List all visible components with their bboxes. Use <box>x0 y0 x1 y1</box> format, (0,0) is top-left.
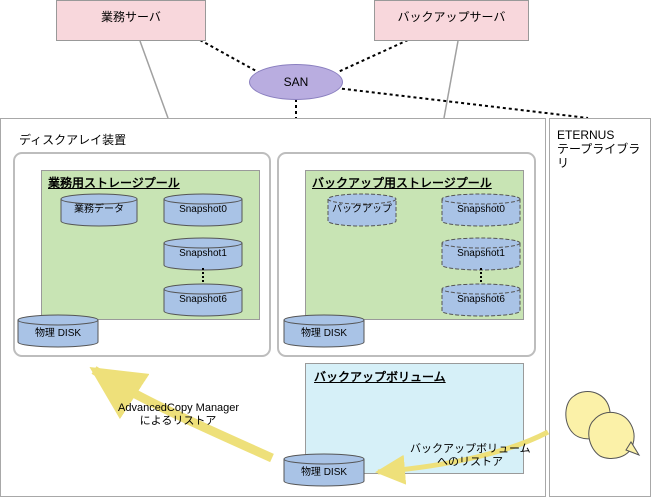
volume-restore-note-line2: へのリストア <box>437 456 503 468</box>
backup-snapshot1-label: Snapshot1 <box>457 248 505 259</box>
volume-restore-arrow <box>375 429 550 485</box>
disk-array-title: ディスクアレイ装置 <box>19 133 127 147</box>
acm-restore-note-line1: AdvancedCopy Manager <box>118 402 240 414</box>
business-snapshot6-disk <box>163 283 243 317</box>
backup-label: バックアップ <box>332 204 392 215</box>
business-data-disk <box>60 193 138 227</box>
backup-snapshot0-label: Snapshot0 <box>457 204 505 215</box>
backup-server-label: バックアップサーバ <box>397 10 506 24</box>
eternus-title: ETERNUS テープライブラリ <box>557 128 650 170</box>
business-physical-disk <box>17 314 99 348</box>
business-snapshot0-label: Snapshot0 <box>179 204 227 215</box>
business-physical-disk-label: 物理 DISK <box>34 328 82 339</box>
san-link-eternus <box>335 87 589 119</box>
backup-snapshot6-label: Snapshot6 <box>457 294 505 305</box>
san-label: SAN <box>283 75 309 89</box>
san-ellipse: SAN <box>249 64 343 100</box>
backup-physical-disk-label: 物理 DISK <box>300 328 348 339</box>
backup-server-box: バックアップサーバ <box>374 0 529 41</box>
san-link-business <box>199 39 259 73</box>
business-pool-title: 業務用ストレージプール <box>48 176 180 190</box>
volume-restore-note-line1: バックアップボリューム <box>410 443 531 455</box>
business-snapshot1-disk <box>163 237 243 271</box>
volume-physical-disk <box>283 453 365 487</box>
eternus-name: ETERNUS <box>557 128 615 142</box>
backup-pool-title: バックアップ用ストレージプール <box>312 176 492 190</box>
backup-snapshot0-disk <box>441 193 521 227</box>
backup-physical-disk <box>283 314 365 348</box>
acm-restore-arrow <box>89 366 274 463</box>
business-server-box: 業務サーバ <box>56 0 206 41</box>
backup-snapshot1-disk <box>441 237 521 271</box>
business-server-link <box>139 40 169 119</box>
backup-server-link <box>443 40 459 119</box>
business-server-label: 業務サーバ <box>101 10 161 24</box>
san-link-backup <box>337 39 409 73</box>
tape-library-icon <box>565 391 641 459</box>
business-snapshot0-disk <box>163 193 243 227</box>
backup-snapshot6-disk <box>441 283 521 317</box>
volume-restore-note: バックアップボリューム へのリストア <box>410 443 531 469</box>
business-snapshot1-label: Snapshot1 <box>179 248 227 259</box>
acm-restore-note-line2: によるリストア <box>139 415 217 427</box>
business-data-label: 業務データ <box>74 204 124 215</box>
backup-volume-title: バックアップボリューム <box>314 370 446 384</box>
volume-physical-disk-label: 物理 DISK <box>300 467 348 478</box>
backup-disk <box>327 193 397 227</box>
eternus-subtitle: テープライブラリ <box>557 142 641 170</box>
business-snapshot6-label: Snapshot6 <box>179 294 227 305</box>
acm-restore-note: AdvancedCopy Manager によるリストア <box>118 402 240 428</box>
